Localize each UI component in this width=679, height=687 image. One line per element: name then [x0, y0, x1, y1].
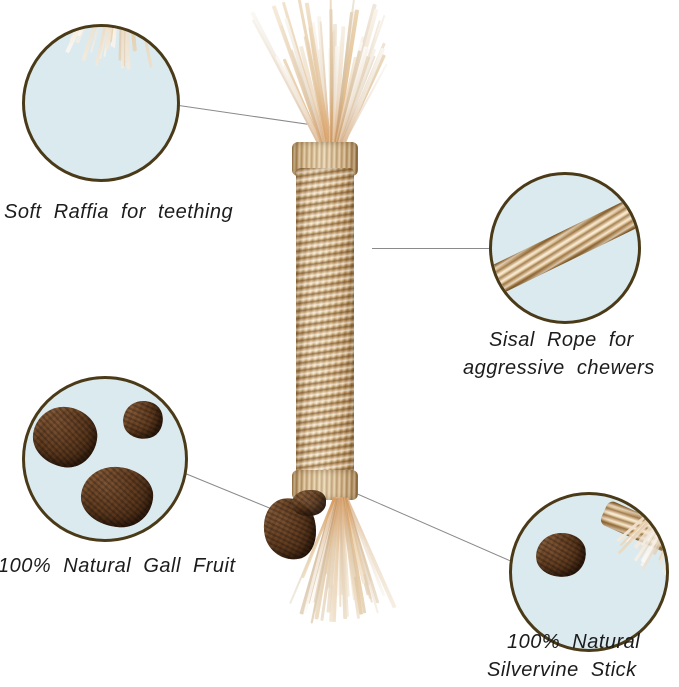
label-sisal-rope-line1: Sisal Rope for [489, 328, 634, 353]
callout-raffia[interactable] [22, 24, 180, 182]
callout-gall-fruit[interactable] [22, 376, 188, 542]
top-raffia-tassel [270, 0, 390, 150]
gall-fruit-icon [25, 379, 185, 539]
sisal-rope-icon [492, 175, 638, 321]
callout-sisal-rope[interactable] [489, 172, 641, 324]
label-sisal-rope-line2: aggressive chewers [463, 356, 655, 381]
raffia-bundle [54, 27, 169, 74]
silvervine-stick-icon [512, 495, 666, 649]
label-silvervine-line2: Silvervine Stick [487, 658, 637, 683]
product-image [240, 0, 440, 687]
callout-silvervine[interactable] [509, 492, 669, 652]
label-gall-fruit: 100% Natural Gall Fruit [0, 554, 236, 579]
sisal-rope-wrap [296, 168, 354, 488]
bottom-gall-fruit-stem [292, 490, 326, 516]
raffia-tassel-icon [25, 27, 177, 179]
label-silvervine-line1: 100% Natural [507, 630, 640, 655]
label-raffia: Soft Raffia for teething [4, 200, 233, 225]
